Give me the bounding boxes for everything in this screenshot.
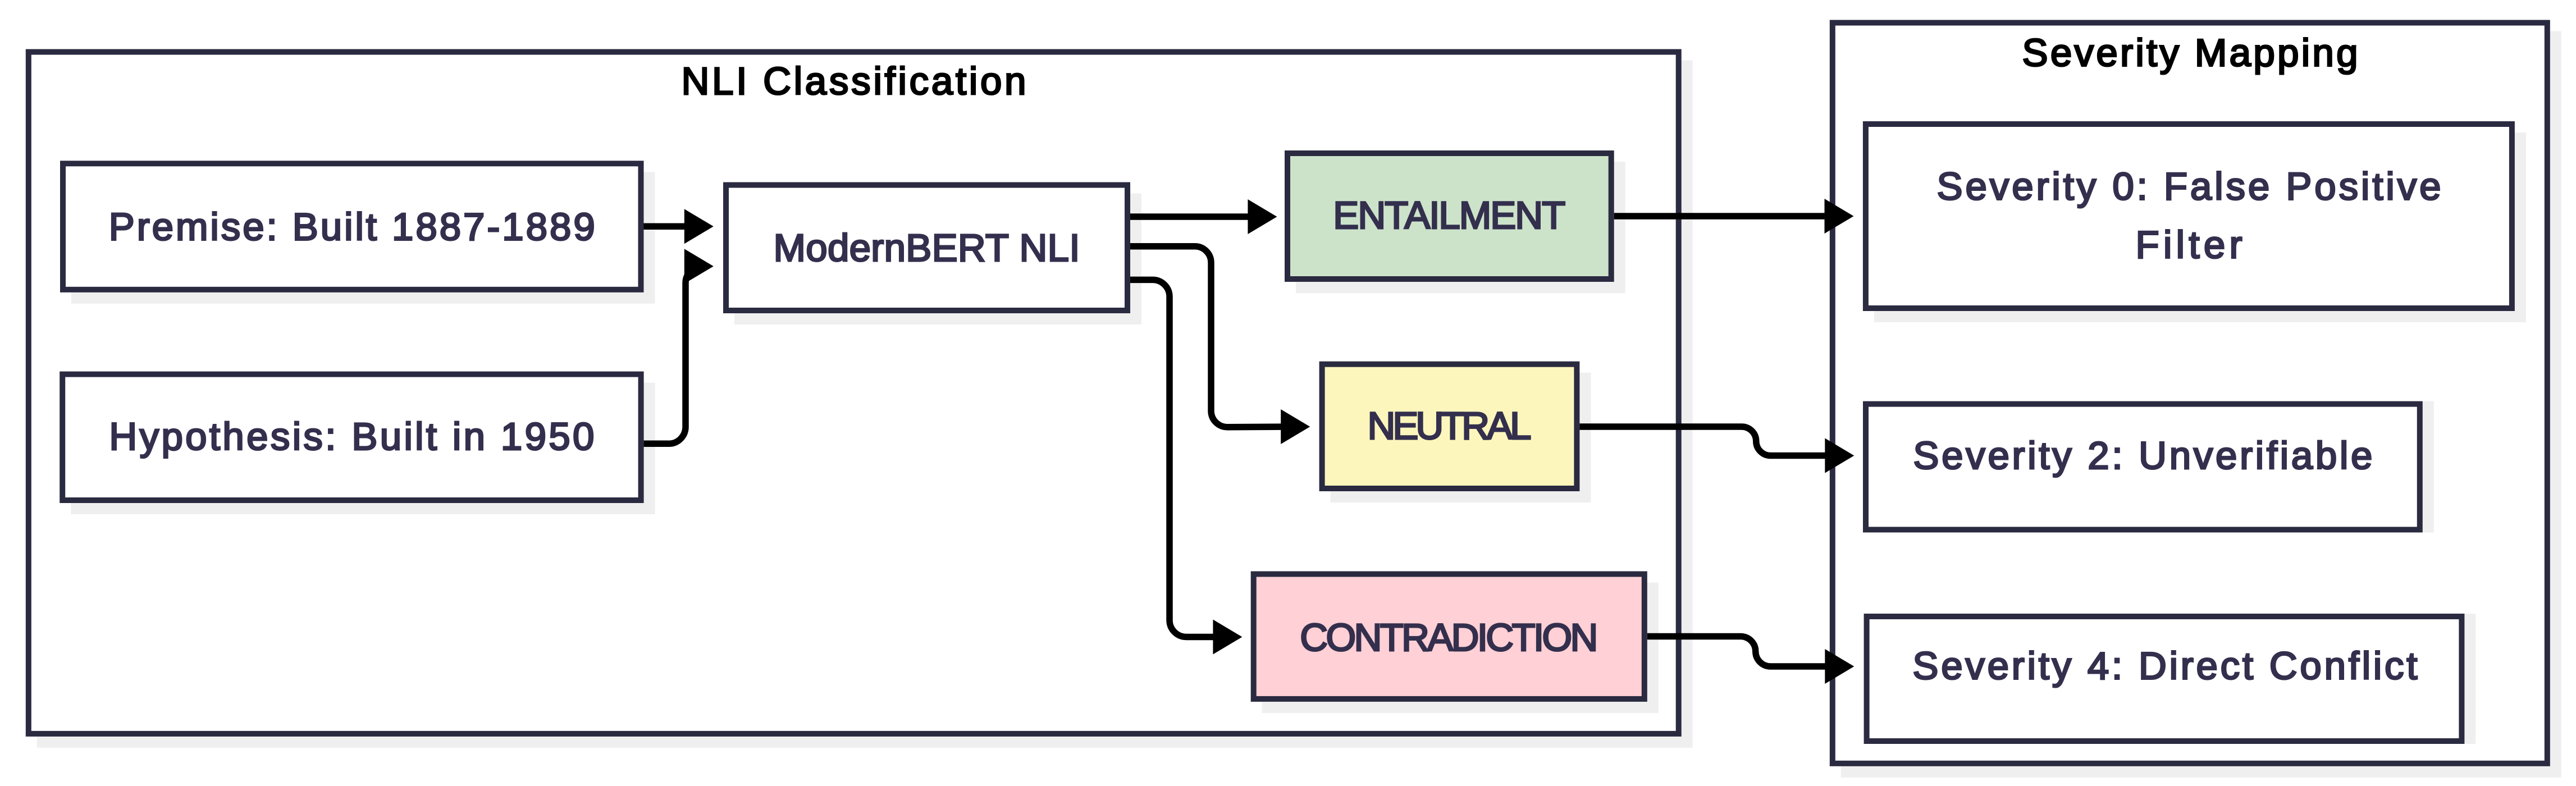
svg-text:CONTRADICTION: CONTRADICTION bbox=[1300, 616, 1598, 659]
svg-text:Premise: Built 1887-1889: Premise: Built 1887-1889 bbox=[109, 205, 595, 249]
svg-text:ModernBERT NLI: ModernBERT NLI bbox=[774, 226, 1080, 269]
svg-text:Severity 2: Unverifiable: Severity 2: Unverifiable bbox=[1913, 434, 2372, 477]
svg-text:NLI Classification: NLI Classification bbox=[682, 60, 1026, 103]
svg-text:NEUTRAL: NEUTRAL bbox=[1368, 404, 1532, 447]
svg-text:Severity Mapping: Severity Mapping bbox=[2022, 31, 2358, 74]
svg-text:Hypothesis: Built in 1950: Hypothesis: Built in 1950 bbox=[109, 415, 594, 458]
svg-text:Severity 4: Direct Conflict: Severity 4: Direct Conflict bbox=[1912, 644, 2417, 687]
svg-text:ENTAILMENT: ENTAILMENT bbox=[1333, 194, 1565, 237]
svg-text:Filter: Filter bbox=[2136, 223, 2242, 267]
